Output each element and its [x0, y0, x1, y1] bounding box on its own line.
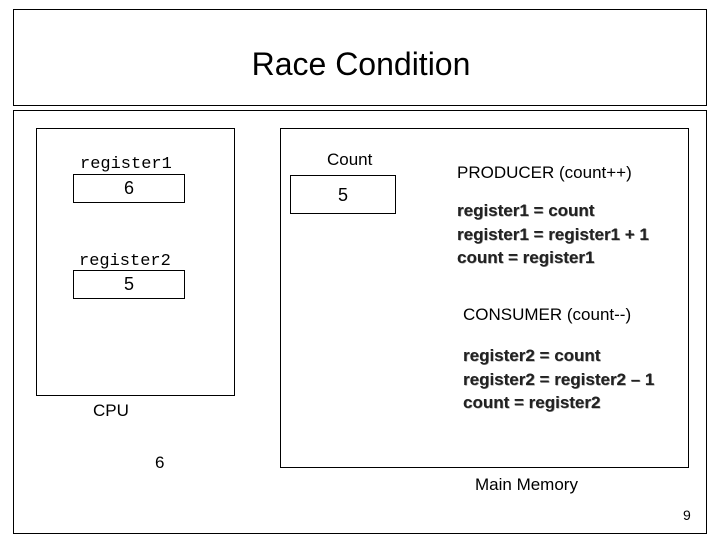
content-panel [13, 110, 707, 534]
count-value: 5 [290, 175, 396, 214]
slide-title: Race Condition [251, 46, 471, 82]
consumer-line: count = register2 [463, 393, 601, 412]
consumer-line: register2 = count [463, 346, 601, 365]
cpu-extra-value: 6 [155, 453, 165, 472]
producer-line: register1 = count [457, 201, 595, 220]
consumer-line: register2 = register2 – 1 [463, 369, 655, 389]
register1-value: 6 [73, 174, 185, 203]
main-memory-label: Main Memory [475, 475, 578, 494]
consumer-code: register2 = count register2 = register2 … [463, 344, 654, 415]
consumer-heading: CONSUMER (count--) [463, 305, 632, 324]
main-memory-box [280, 128, 689, 468]
producer-code: register1 = count register1 = register1 … [457, 199, 649, 270]
register2-value: 5 [73, 270, 185, 299]
producer-line: register1 = register1 + 1 [457, 224, 649, 244]
page-number: 9 [683, 507, 691, 523]
producer-heading: PRODUCER (count++) [457, 163, 632, 182]
title-panel: Race Condition [13, 9, 707, 106]
cpu-box [36, 128, 235, 396]
producer-line: count = register1 [457, 248, 595, 267]
register2-label: register2 [79, 252, 171, 271]
count-label: Count [327, 150, 373, 169]
cpu-label: CPU [93, 401, 129, 420]
register1-label: register1 [80, 155, 172, 174]
